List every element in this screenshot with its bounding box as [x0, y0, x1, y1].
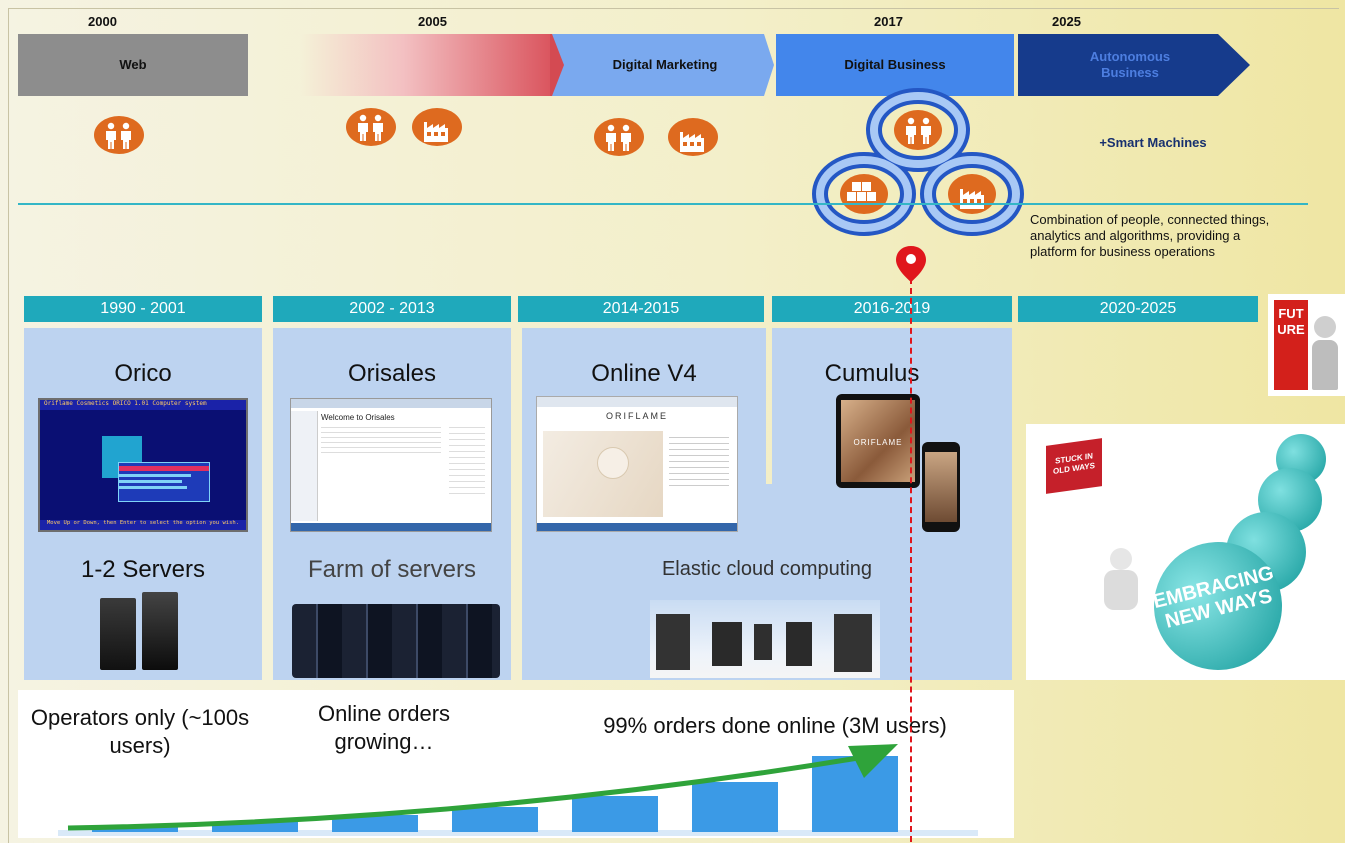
people-icon [594, 118, 644, 156]
online-orders-growing-label: Online orders growing… [317, 701, 451, 754]
digital-business-knot-graphic [812, 88, 1024, 236]
phase-transition-gradient [300, 34, 558, 96]
growth-bar [572, 796, 658, 832]
phase-web-label: Web [119, 57, 147, 72]
growth-trend-arrow [67, 744, 898, 831]
server-tower-image [142, 592, 178, 670]
phase-digital-marketing-shape [552, 34, 774, 96]
server-farm-image [292, 604, 500, 678]
growth-baseline [58, 830, 978, 836]
smart-machines-label: +Smart Machines [1099, 135, 1207, 150]
slide-frame [8, 8, 1339, 843]
server-tower-image [100, 598, 136, 670]
online-orders-growth-area [18, 690, 1014, 838]
era-header-2020-2025: 2020-2025 [1018, 296, 1258, 322]
phase-autonomous-label: Autonomous Business [1089, 49, 1171, 80]
orisales-welcome: Welcome to Orisales [321, 413, 395, 422]
location-pin-icon [896, 246, 926, 282]
orisales-app-screenshot: Welcome to Orisales [290, 398, 492, 532]
infra-elastic-cloud: Elastic cloud computing [661, 558, 873, 580]
growth-bar [692, 782, 778, 832]
system-online-v4-title: Online V4 [591, 360, 697, 387]
era-header-2002-2013: 2002 - 2013 [273, 296, 511, 322]
year-2025: 2025 [1052, 14, 1081, 29]
growth-bar [92, 827, 178, 832]
cloud-servers-image [650, 600, 880, 678]
online-v4-website-screenshot: ORIFLAME [536, 396, 738, 532]
phase-web: Web [18, 34, 248, 96]
growth-bar [212, 822, 298, 832]
factory-icon [412, 108, 462, 146]
era-header-1990-2001: 1990 - 2001 [24, 296, 262, 322]
cumulus-tablet-image: ORIFLAME [836, 394, 920, 488]
phase-autonomous-shape [1018, 34, 1250, 96]
factory-icon [668, 118, 718, 156]
year-2005: 2005 [418, 14, 447, 29]
orders-done-online-label: 99% orders done online (3M users) [603, 713, 947, 738]
system-cumulus-title: Cumulus [824, 360, 920, 387]
stuck-in-old-ways-box: STUCK IN OLD WAYS [1046, 438, 1102, 494]
era-header-2014-2015: 2014-2015 [518, 296, 764, 322]
timeline-divider [18, 203, 1308, 205]
growth-bars [58, 756, 978, 836]
year-2017: 2017 [874, 14, 903, 29]
future-image: FUTURE [1268, 294, 1345, 396]
infra-1-2-servers: 1-2 Servers [80, 556, 206, 583]
system-orisales-title: Orisales [347, 360, 437, 387]
era-header-2016-2019: 2016-2019 [772, 296, 1012, 322]
phase-digital-marketing: Digital Marketing [570, 40, 760, 90]
growth-bar [452, 807, 538, 832]
people-icon [94, 116, 144, 154]
orico-terminal-header: Oriflame Cosmetics ORICO 1.01 Computer s… [40, 400, 246, 410]
operators-only-label: Operators only (~100s users) [30, 705, 250, 758]
orico-terminal-footer: Move Up or Down, then Enter to select th… [40, 520, 246, 530]
phase-digital-business-label: Digital Business [844, 57, 946, 72]
people-icon [346, 108, 396, 146]
year-2000: 2000 [88, 14, 117, 29]
infra-farm-of-servers: Farm of servers [307, 556, 477, 583]
current-time-marker-line [910, 278, 912, 842]
embracing-new-ways-image: STUCK IN OLD WAYS EMBRACING NEW WAYS [1026, 424, 1345, 684]
cumulus-phone-image [922, 442, 960, 532]
transition-arrow-tip [550, 34, 568, 96]
system-orico-title: Orico [114, 360, 172, 387]
growth-bar [332, 815, 418, 832]
online-v4-brand: ORIFLAME [605, 411, 668, 421]
cumulus-brand: ORIFLAME [853, 438, 903, 447]
orico-submenu [118, 462, 210, 502]
phase-autonomous: Autonomous Business [1040, 40, 1220, 90]
future-text: FUTURE [1274, 300, 1308, 390]
phase-digital-business: Digital Business [776, 34, 1014, 96]
phase-digital-marketing-label: Digital Marketing [612, 57, 718, 72]
combination-note: Combination of people, connected things,… [1030, 212, 1270, 259]
growth-bar [812, 756, 898, 832]
orico-terminal-screenshot: Oriflame Cosmetics ORICO 1.01 Computer s… [38, 398, 248, 532]
